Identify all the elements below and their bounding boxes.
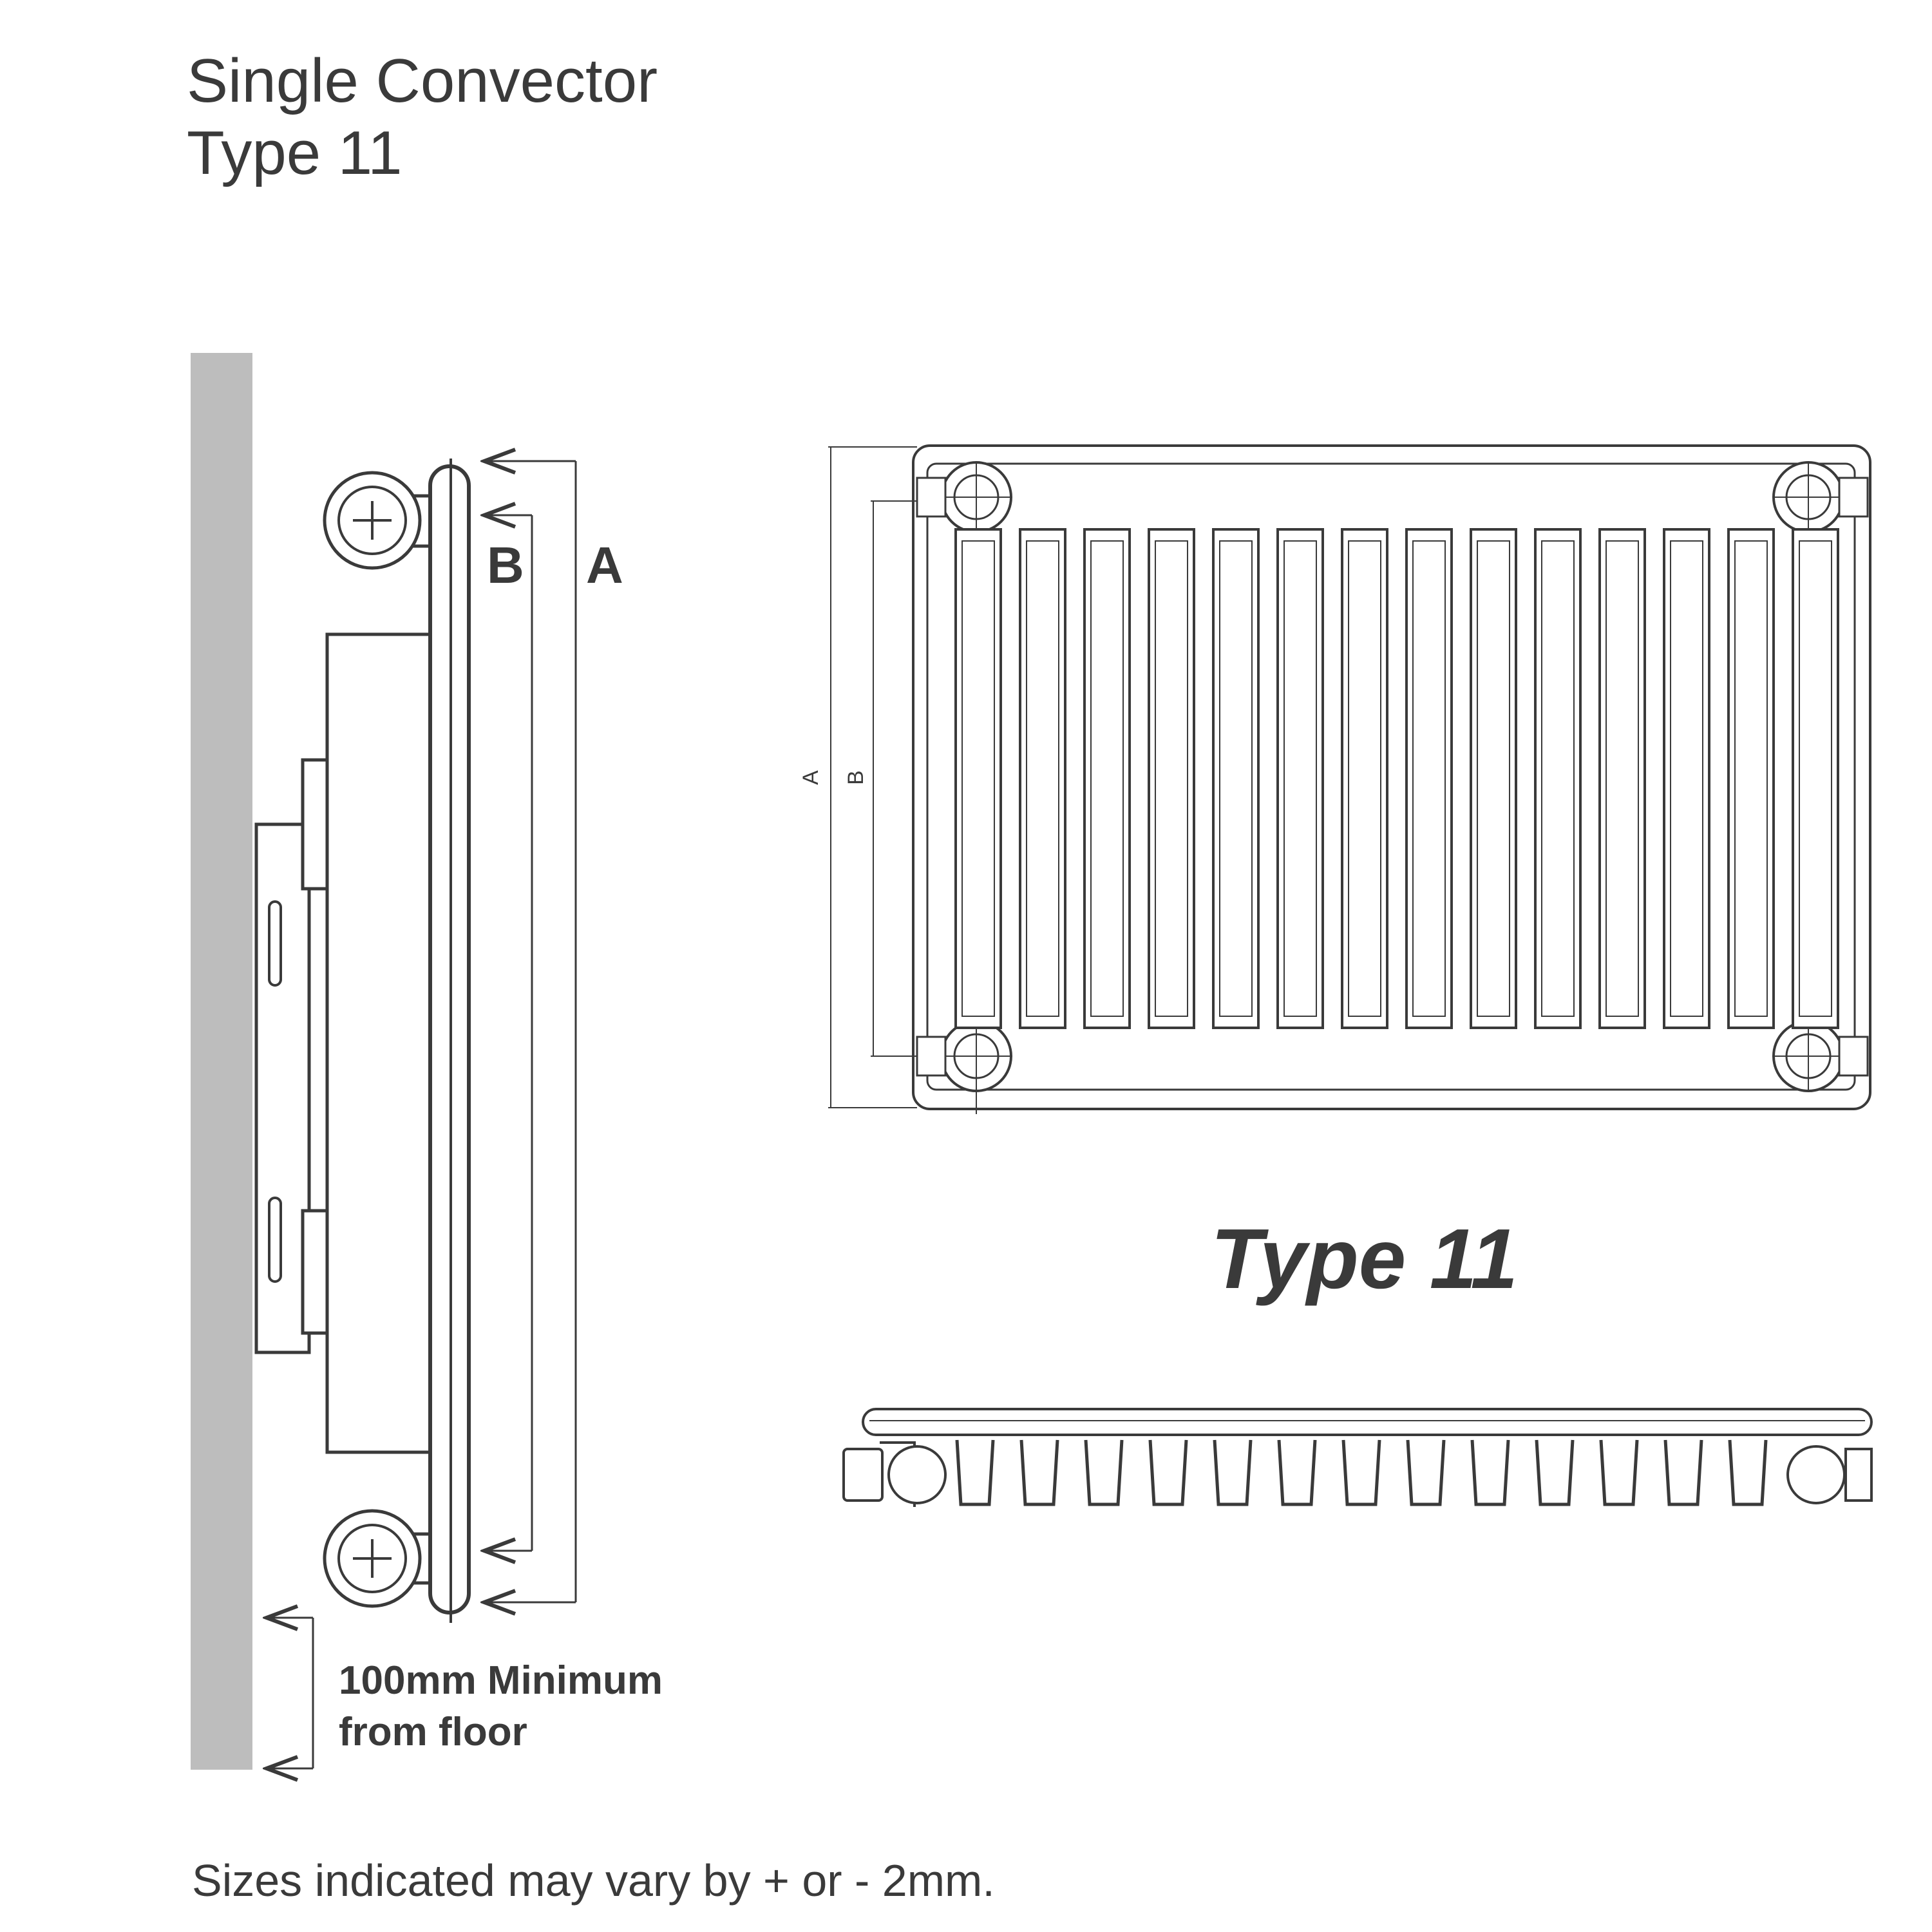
plan-fin xyxy=(1728,1439,1768,1506)
fin-inner xyxy=(1799,540,1832,1017)
bottom-valve-icon xyxy=(323,1509,433,1608)
fin xyxy=(1212,528,1260,1029)
plan-fin xyxy=(1341,1439,1381,1506)
fin xyxy=(1276,528,1324,1029)
title-line-1: Single Convector xyxy=(187,46,658,115)
side-label-a: A xyxy=(586,536,623,594)
fin xyxy=(1727,528,1775,1029)
fin-inner xyxy=(1090,540,1124,1017)
plan-fin xyxy=(1599,1439,1639,1506)
type-heading: Type 11 xyxy=(1211,1211,1518,1306)
plan-fin xyxy=(1019,1439,1059,1506)
front-valve-top-right-icon xyxy=(1772,461,1869,533)
plan-fin xyxy=(1406,1439,1446,1506)
fin-inner xyxy=(1412,540,1446,1017)
top-valve-icon xyxy=(323,471,433,570)
diagram-title: Single Convector Type 11 xyxy=(187,45,658,189)
dimension-a xyxy=(484,461,577,1602)
plan-view xyxy=(842,1408,1873,1507)
front-valve-top-left-icon xyxy=(916,461,1012,533)
plan-fin xyxy=(1535,1439,1575,1506)
fin xyxy=(1534,528,1582,1029)
fin-inner xyxy=(961,540,995,1017)
fin xyxy=(1405,528,1453,1029)
fin-inner xyxy=(1670,540,1703,1017)
plan-fins xyxy=(955,1439,1768,1506)
tolerance-note: Sizes indicated may vary by + or - 2mm. xyxy=(192,1855,995,1906)
fin xyxy=(954,528,1002,1029)
fin xyxy=(1663,528,1710,1029)
fin xyxy=(1792,528,1839,1029)
fin xyxy=(1470,528,1517,1029)
plan-fin xyxy=(1663,1439,1703,1506)
floor-note-line-1: 100mm Minimum xyxy=(339,1658,663,1703)
plan-fin xyxy=(955,1439,995,1506)
title-line-2: Type 11 xyxy=(187,118,402,187)
front-view xyxy=(828,444,1873,1507)
front-label-b: B xyxy=(843,770,868,785)
fin xyxy=(1019,528,1066,1029)
plan-fin xyxy=(1470,1439,1510,1506)
plan-fin xyxy=(1148,1439,1188,1506)
dimension-b xyxy=(484,515,533,1551)
wall-bracket xyxy=(254,822,311,1354)
fin-inner xyxy=(1541,540,1575,1017)
front-label-a: A xyxy=(798,770,823,785)
fin xyxy=(1148,528,1195,1029)
floor-clearance-note: 100mm Minimum from floor xyxy=(339,1655,663,1758)
front-valve-bottom-left-icon xyxy=(916,1020,1012,1114)
fin xyxy=(1598,528,1646,1029)
front-valve-bottom-right-icon xyxy=(1772,1020,1869,1092)
plan-fin xyxy=(1084,1439,1124,1506)
fin-inner xyxy=(1605,540,1639,1017)
floor-clearance-dimension xyxy=(267,1618,314,1768)
fin-inner xyxy=(1348,540,1381,1017)
fin-inner xyxy=(1026,540,1059,1017)
front-dimension-a xyxy=(828,446,917,1108)
side-view xyxy=(191,353,577,1770)
fin-inner xyxy=(1219,540,1253,1017)
front-fins xyxy=(954,528,1839,1029)
plan-fin xyxy=(1213,1439,1253,1506)
convector-fin-block xyxy=(325,632,432,1454)
fin-inner xyxy=(1283,540,1317,1017)
fin-inner xyxy=(1734,540,1768,1017)
floor-note-line-2: from floor xyxy=(339,1710,527,1754)
wall xyxy=(191,353,252,1770)
plan-panel xyxy=(862,1408,1873,1436)
fin-inner xyxy=(1477,540,1510,1017)
plan-fin xyxy=(1277,1439,1317,1506)
side-label-b: B xyxy=(487,536,524,594)
fin xyxy=(1083,528,1131,1029)
fin-inner xyxy=(1155,540,1188,1017)
fin xyxy=(1341,528,1388,1029)
